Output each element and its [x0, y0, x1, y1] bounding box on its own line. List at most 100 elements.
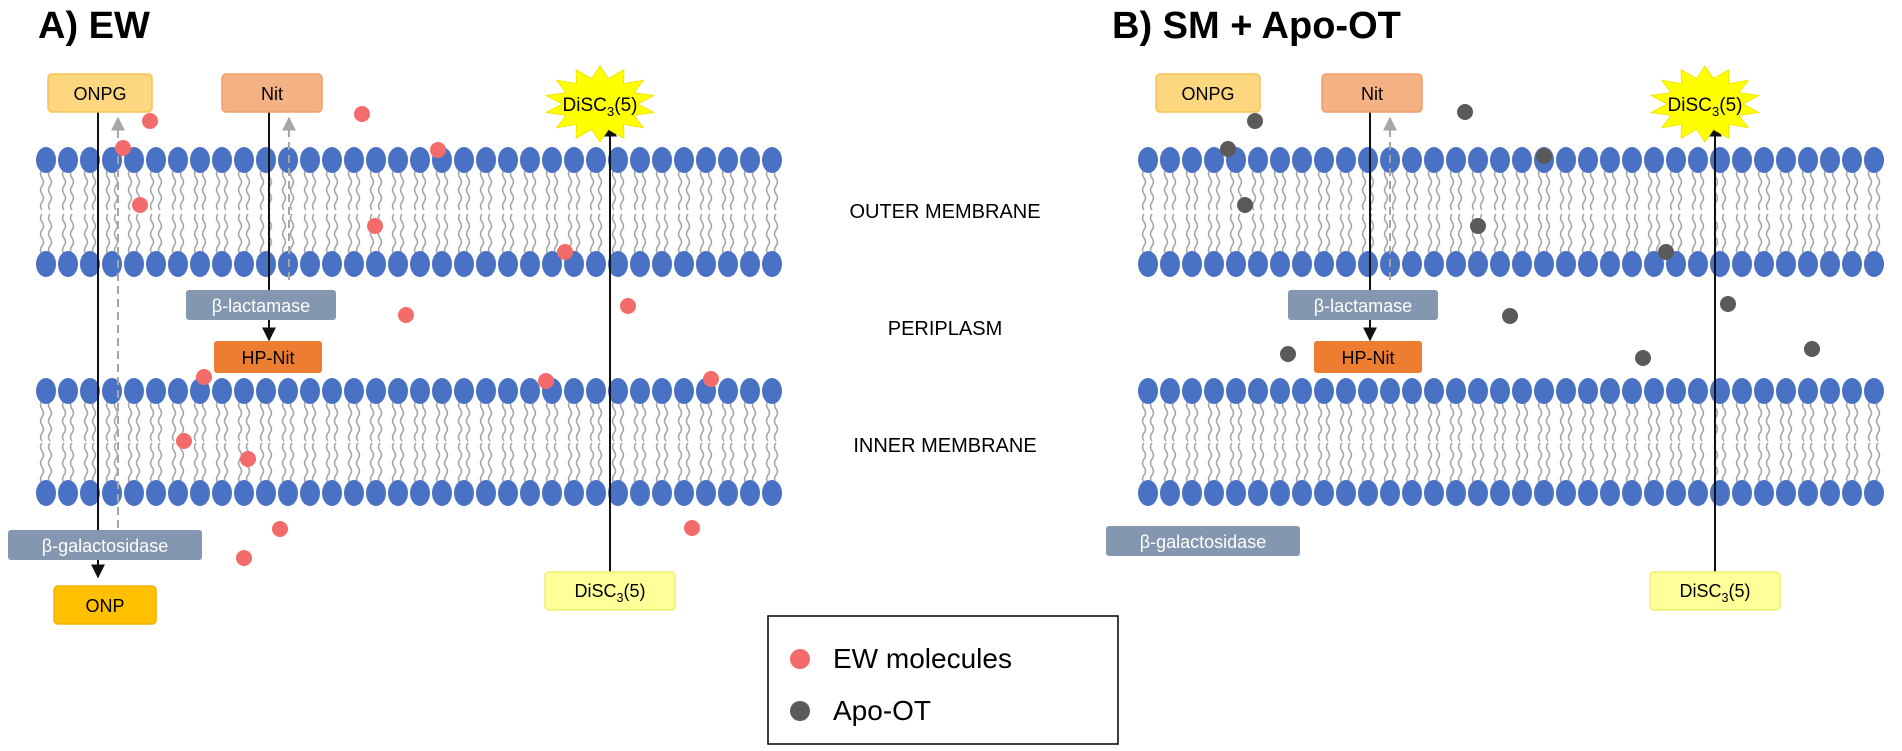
lipid-head: [1688, 251, 1708, 277]
lipid-head: [1754, 251, 1774, 277]
lipid-head: [718, 251, 738, 277]
lipid-head: [1314, 147, 1334, 173]
lipid-head: [1358, 378, 1378, 404]
lipid-head: [1402, 378, 1422, 404]
lipid-tail: [1171, 213, 1177, 255]
lipid-tail: [1361, 400, 1367, 442]
lipid-tail: [1361, 442, 1367, 484]
lipid-head: [388, 147, 408, 173]
lipid-tail: [377, 400, 383, 442]
lipid-tail: [1193, 213, 1199, 255]
lipid-tail: [1259, 400, 1265, 442]
lipid-tail: [303, 400, 309, 442]
lipid-tail: [1867, 442, 1873, 484]
lipid-tail: [1809, 169, 1815, 211]
lipid-tail: [1339, 169, 1345, 211]
onp-label: ONP: [85, 596, 124, 616]
lipid-head: [762, 147, 782, 173]
lipid-tail: [1779, 442, 1785, 484]
lipid-head: [1732, 147, 1752, 173]
lipid-head: [740, 251, 760, 277]
lipid-head: [608, 378, 628, 404]
lipid-head: [1666, 480, 1686, 506]
lipid-tail: [531, 169, 537, 211]
lipid-head: [1556, 147, 1576, 173]
lipid-head: [1842, 147, 1862, 173]
lipid-head: [1512, 251, 1532, 277]
lipid-tail: [1383, 400, 1389, 442]
ew-molecule: [142, 113, 158, 129]
lipid-tail: [1677, 169, 1683, 211]
lipid-tail: [1559, 213, 1565, 255]
lipid-tail: [479, 213, 485, 255]
lipid-head: [630, 251, 650, 277]
lipid-head: [718, 378, 738, 404]
lipid-tail: [619, 442, 625, 484]
lipid-head: [476, 251, 496, 277]
lipid-head: [168, 147, 188, 173]
lipid-tail: [619, 169, 625, 211]
lipid-tail: [751, 400, 757, 442]
lipid-tail: [1251, 213, 1257, 255]
lipid-head: [80, 378, 100, 404]
lipid-tail: [83, 400, 89, 442]
lipid-head: [1226, 378, 1246, 404]
lipid-tail: [113, 442, 119, 484]
lipid-tail: [113, 169, 119, 211]
lipid-tail: [1215, 442, 1221, 484]
nit-box-b: [1321, 73, 1423, 113]
lipid-tail: [707, 213, 713, 255]
lipid-tail: [281, 442, 287, 484]
lipid-head: [1710, 378, 1730, 404]
lipid-tail: [369, 169, 375, 211]
ew-molecule: [132, 197, 148, 213]
lipid-head: [1204, 147, 1224, 173]
lipid-tail: [721, 442, 727, 484]
lipid-tail: [333, 213, 339, 255]
lipid-head: [1424, 378, 1444, 404]
lipid-tail: [289, 400, 295, 442]
lipid-tail: [1721, 442, 1727, 484]
lipid-tail: [1757, 442, 1763, 484]
lipid-head: [1864, 251, 1884, 277]
lipid-tail: [91, 169, 97, 211]
lipid-tail: [391, 213, 397, 255]
lipid-head: [1556, 480, 1576, 506]
lipid-tail: [303, 169, 309, 211]
lipid-tail: [1625, 400, 1631, 442]
lipid-tail: [1435, 442, 1441, 484]
lipid-tail: [1567, 213, 1573, 255]
lipid-tail: [1779, 169, 1785, 211]
inner-membrane-a: [36, 378, 782, 506]
lipid-head: [476, 480, 496, 506]
lipid-head: [1204, 251, 1224, 277]
lipid-tail: [1853, 442, 1859, 484]
disc-bottom-label-b: DiSC3(5): [1679, 581, 1750, 605]
lipid-tail: [303, 442, 309, 484]
lipid-head: [190, 251, 210, 277]
onp-box: [53, 585, 157, 625]
lipid-tail: [355, 400, 361, 442]
lipid-head: [322, 480, 342, 506]
lipid-tail: [589, 400, 595, 442]
lipid-tail: [699, 442, 705, 484]
outer-membrane-label: OUTER MEMBRANE: [849, 201, 1040, 223]
outer-membrane-b: [1138, 147, 1884, 277]
lipid-tail: [501, 169, 507, 211]
lipid-head: [1424, 147, 1444, 173]
lipid-tail: [347, 442, 353, 484]
lipid-tail: [619, 213, 625, 255]
lipid-tail: [443, 400, 449, 442]
lipid-tail: [355, 213, 361, 255]
lipid-tail: [325, 400, 331, 442]
lipid-tail: [1281, 442, 1287, 484]
lipid-tail: [663, 213, 669, 255]
lipid-tail: [743, 442, 749, 484]
lipid-tail: [1185, 400, 1191, 442]
lipid-head: [1710, 480, 1730, 506]
lipid-tail: [1149, 400, 1155, 442]
lipid-tail: [193, 169, 199, 211]
lipid-tail: [1281, 213, 1287, 255]
lipid-tail: [1171, 400, 1177, 442]
lipid-tail: [201, 442, 207, 484]
